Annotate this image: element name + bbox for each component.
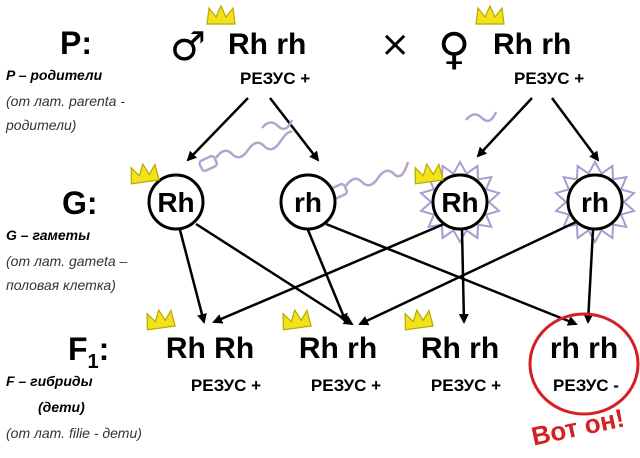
crown-icon xyxy=(402,307,434,331)
f1-label: F1: xyxy=(68,331,109,373)
offspring-genotype: Rh Rh xyxy=(166,332,254,365)
crown-icon xyxy=(144,307,176,331)
offspring-genotype: rh rh xyxy=(550,332,618,365)
sperm-icon xyxy=(198,130,293,173)
male-phenotype: РЕЗУС + xyxy=(240,69,310,88)
gamete-circle xyxy=(147,173,205,231)
offspring-genotype: Rh rh xyxy=(421,332,499,365)
male-genotype: Rh rh xyxy=(228,28,306,61)
p-label: P: xyxy=(60,25,92,61)
arrow-female-to-gamete-4 xyxy=(550,97,600,162)
arrow-gamete-to-offspring xyxy=(358,220,577,326)
gamete-circle xyxy=(431,173,489,231)
female-phenotype: РЕЗУС + xyxy=(514,69,584,88)
arrow-male-to-gamete-1 xyxy=(186,97,249,162)
crown-icon xyxy=(412,161,444,185)
gamete-circle xyxy=(566,173,624,231)
offspring-phenotype: РЕЗУС + xyxy=(191,376,261,395)
p-definition: P – родители xyxy=(6,67,103,83)
highlight-annotation: Вот он! xyxy=(529,403,627,452)
gamete-circle xyxy=(279,173,337,231)
crown-icon xyxy=(206,5,236,25)
f-note: (от лат. filie - дети) xyxy=(6,425,142,441)
sperm-icon xyxy=(328,161,410,201)
offspring-phenotype: РЕЗУС + xyxy=(431,376,501,395)
f1-label-colon: : xyxy=(99,331,110,367)
crown-icon xyxy=(475,5,505,25)
arrow-gamete-to-offspring xyxy=(212,222,445,324)
arrow-gamete-to-offspring xyxy=(195,222,354,326)
egg-star-icon xyxy=(418,159,502,245)
female-genotype: Rh rh xyxy=(493,28,571,61)
arrow-gamete-to-offspring xyxy=(583,229,595,324)
highlight-ellipse xyxy=(528,312,640,416)
g-note-line2: половая клетка) xyxy=(6,277,116,293)
arrow-gamete-to-offspring xyxy=(325,222,578,326)
f1-label-main: F xyxy=(68,331,88,367)
gamete-label: rh xyxy=(294,187,322,218)
crown-icon xyxy=(128,161,160,185)
gamete-label: Rh xyxy=(157,187,194,218)
p-note-line2: родители) xyxy=(5,117,76,133)
crown-icon xyxy=(280,307,312,331)
arrow-gamete-to-offspring xyxy=(306,229,348,324)
g-definition: G – гаметы xyxy=(6,227,90,243)
offspring-phenotype: РЕЗУС + xyxy=(311,376,381,395)
f1-label-sub: 1 xyxy=(88,351,99,373)
gamete-label: Rh xyxy=(441,187,478,218)
egg-star-icon xyxy=(553,159,637,245)
arrow-male-to-gamete-2 xyxy=(269,97,320,162)
arrow-gamete-to-offspring xyxy=(178,229,207,324)
gamete-label: rh xyxy=(581,187,609,218)
female-symbol: ♀ xyxy=(438,24,470,75)
sperm-icon xyxy=(261,119,294,131)
f-definition: F – гибриды xyxy=(6,373,93,389)
cross-symbol: × xyxy=(380,24,410,65)
sperm-icon xyxy=(465,111,498,123)
g-note-line1: (от лат. gameta – xyxy=(6,253,128,269)
offspring-genotype: Rh rh xyxy=(299,332,377,365)
p-note-line1: (от лат. parenta - xyxy=(6,93,125,109)
g-label: G: xyxy=(62,185,98,221)
male-symbol: ♂ xyxy=(170,24,206,70)
f-definition-children: (дети) xyxy=(38,399,85,415)
arrow-female-to-gamete-3 xyxy=(476,97,533,158)
offspring-phenotype: РЕЗУС - xyxy=(553,376,619,395)
